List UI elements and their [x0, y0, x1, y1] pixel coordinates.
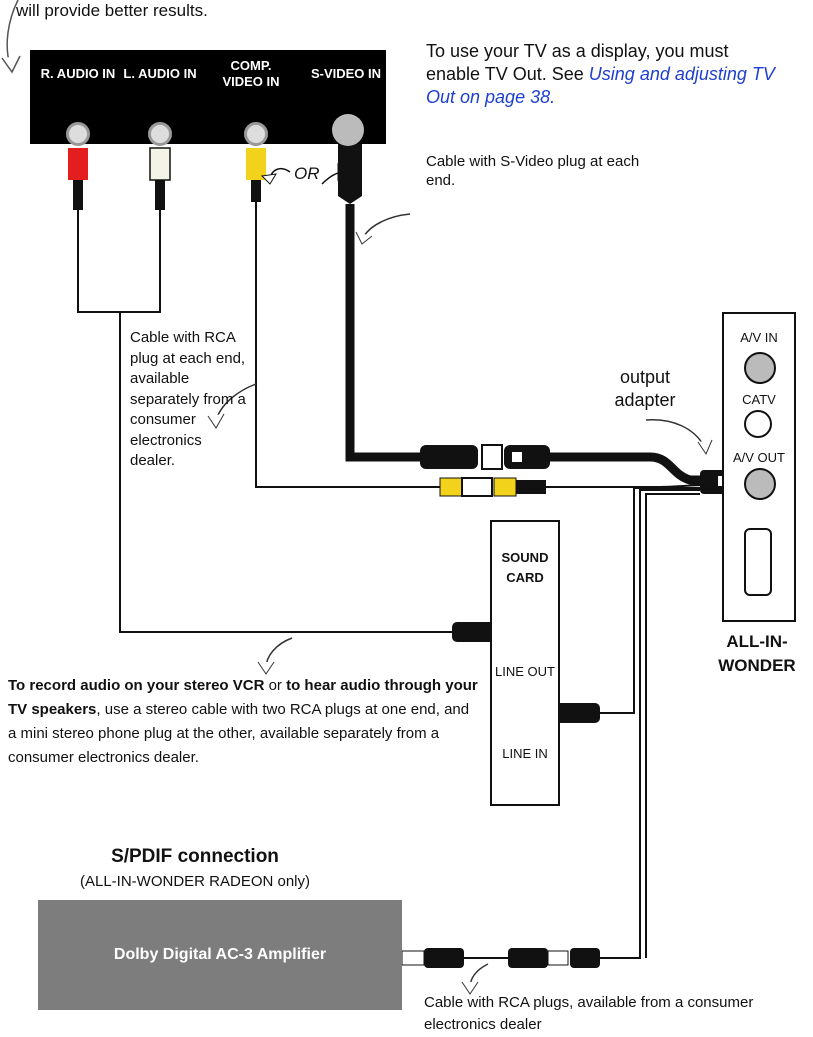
- tv-out-link[interactable]: Using and adjusting TV Out on page 38.: [426, 64, 775, 107]
- spdif-plug-2: [508, 948, 548, 968]
- spdif-cable-note: Cable with RCA plugs, available from a c…: [424, 994, 754, 1033]
- av-out-label: A/V OUT: [732, 450, 785, 465]
- av-in-port[interactable]: [744, 352, 776, 384]
- line-in-label: LINE IN: [502, 746, 548, 761]
- line-in-wire: [600, 487, 700, 714]
- dolby-amplifier: Dolby Digital AC-3 Amplifier: [38, 900, 402, 1010]
- svideo-plug: [338, 142, 362, 204]
- audio-cable-wire: [77, 210, 161, 313]
- catv-port[interactable]: [744, 410, 772, 438]
- r-audio-jack[interactable]: [66, 122, 90, 146]
- spdif-plug-1: [424, 948, 464, 968]
- svideo-adapter-plug-2: [504, 445, 550, 469]
- composite-cable-wire: [255, 200, 440, 488]
- av-in-label: A/V IN: [740, 330, 778, 345]
- svideo-cable-note: Cable with S-Video plug at each end.: [426, 153, 640, 189]
- svideo-cable-wire: [345, 204, 420, 462]
- line-in-plug: [548, 703, 600, 723]
- audio-note-or: or: [264, 677, 287, 694]
- s-video-jack[interactable]: [332, 114, 364, 146]
- amplifier-label: Dolby Digital AC-3 Amplifier: [113, 946, 327, 963]
- output-adapter-label: output adapter: [614, 367, 676, 410]
- svideo-pointer-arrow: [363, 213, 411, 237]
- adapter-pointer-arrow: [645, 419, 705, 447]
- vga-port[interactable]: [744, 528, 772, 596]
- tv-out-note: To use your TV as a display, you must en…: [426, 40, 786, 109]
- svideo-adapter-plug-1: [420, 445, 478, 469]
- audio-note-bold-2: to hear audio through your TV speakers: [8, 677, 478, 718]
- sound-card: SOUND CARD LINE OUT LINE IN: [490, 520, 560, 806]
- all-in-wonder-label: ALL-IN-WONDER: [718, 632, 796, 675]
- white-rca-plug: [149, 147, 171, 181]
- audio-note: To record audio on your stereo VCR or to…: [8, 674, 478, 770]
- line-out-plug: [452, 622, 498, 642]
- line-out-label: LINE OUT: [495, 664, 555, 679]
- all-in-wonder-card: A/V IN CATV A/V OUT: [722, 312, 796, 622]
- tv-out-note-text: To use your TV as a display, you must en…: [426, 41, 729, 84]
- audio-note-bold-1: To record audio on your stereo VCR: [8, 677, 265, 694]
- spdif-subtitle: (ALL-IN-WONDER RADEON only): [79, 873, 311, 890]
- jack-label-r-audio: R. AUDIO IN: [40, 66, 116, 81]
- or-label: OR: [294, 164, 320, 183]
- comp-video-jack[interactable]: [244, 122, 268, 146]
- red-rca-plug: [68, 148, 88, 180]
- tv-back-panel: R. AUDIO IN L. AUDIO IN COMP. VIDEO IN S…: [30, 50, 386, 146]
- spdif-title: S/PDIF connection: [111, 846, 279, 867]
- spdif-wire: [600, 489, 700, 959]
- jack-label-l-audio: L. AUDIO IN: [123, 66, 197, 81]
- l-audio-jack[interactable]: [148, 122, 172, 146]
- yellow-rca-plug: [246, 148, 266, 180]
- av-out-port[interactable]: [744, 468, 776, 500]
- catv-label: CATV: [742, 392, 776, 407]
- top-caption: will provide better results.: [16, 1, 208, 20]
- audio-note-rest: , use a stereo cable with two RCA plugs …: [8, 701, 470, 766]
- sound-card-title: SOUND CARD: [501, 550, 549, 585]
- jack-label-comp-video: COMP. VIDEO IN: [222, 58, 280, 89]
- rca-cable-note: Cable with RCA plug at each end, availab…: [130, 329, 246, 469]
- jack-label-s-video: S-VIDEO IN: [310, 66, 382, 81]
